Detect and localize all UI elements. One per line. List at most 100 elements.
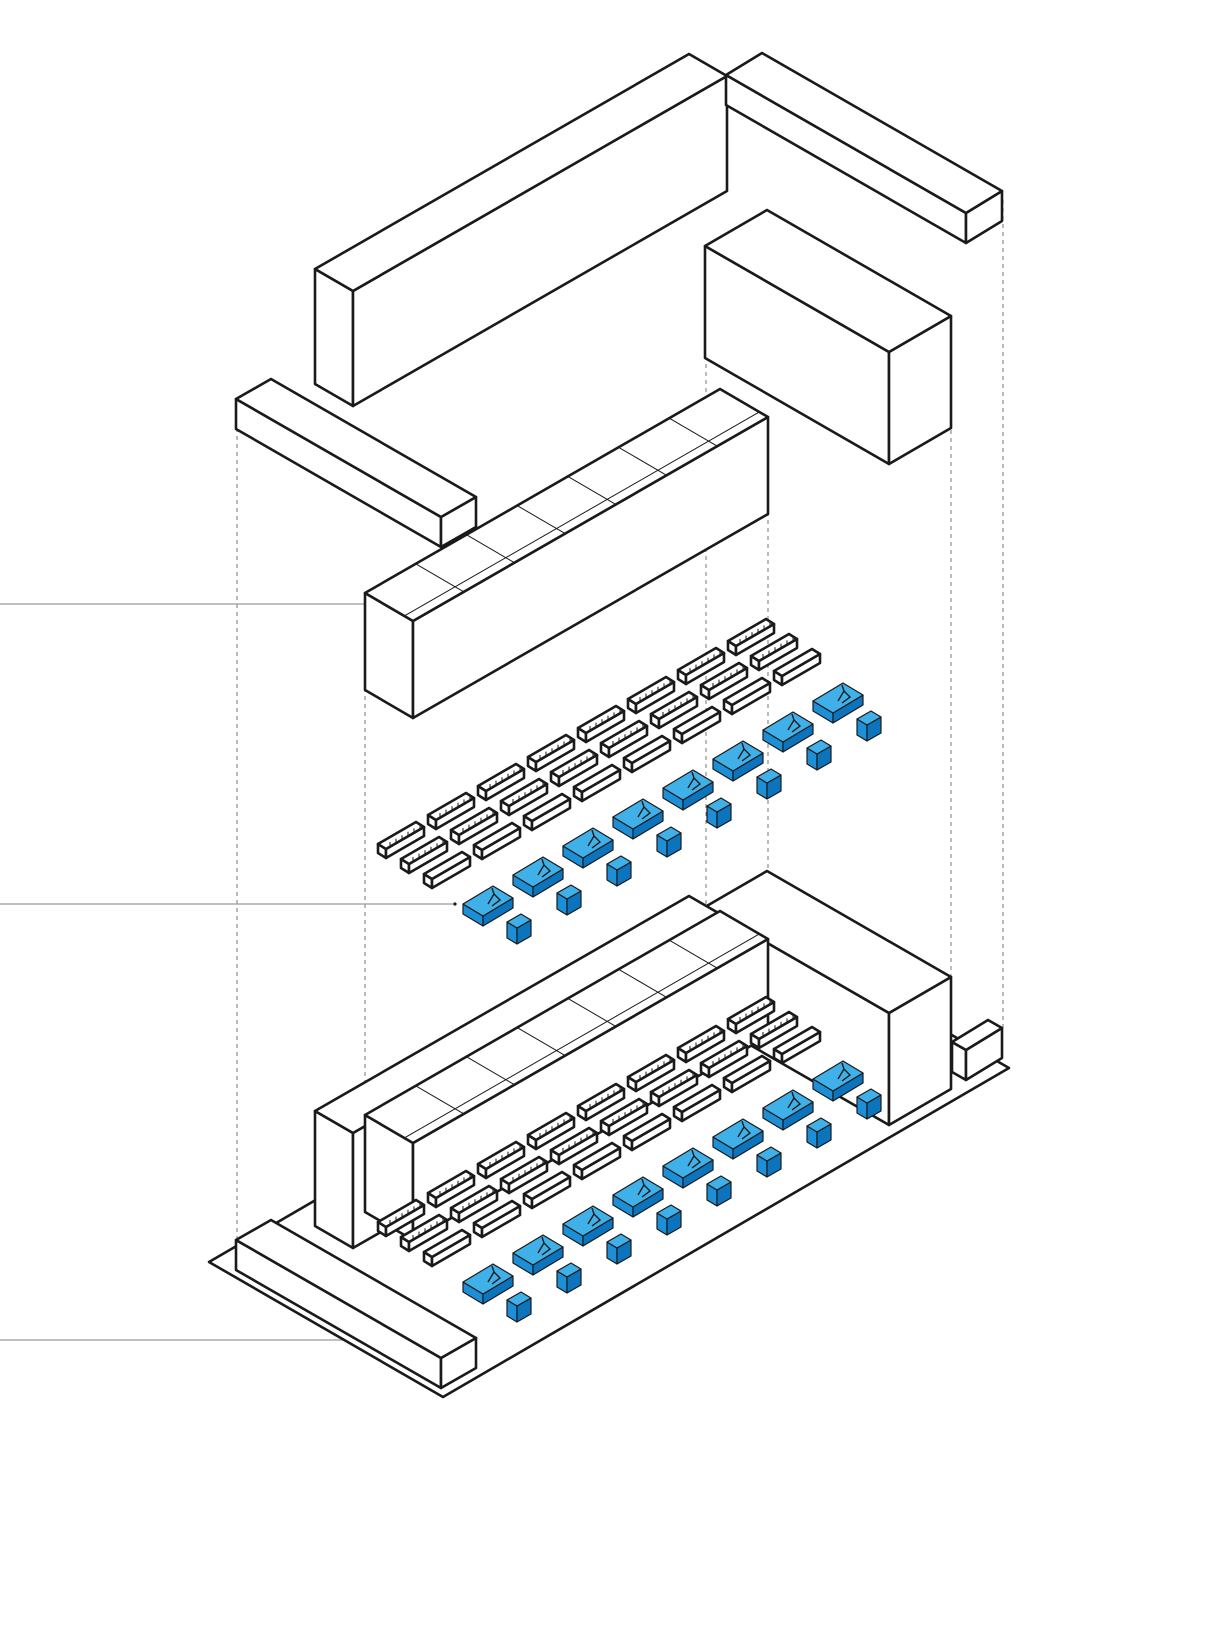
blue-cube-icon xyxy=(606,855,632,887)
rack xyxy=(422,850,472,890)
blue-cube-icon-face-top xyxy=(706,797,732,813)
machine-arm xyxy=(837,684,852,704)
core-volume-cell-divider xyxy=(415,563,464,593)
core-volume-inner-rim xyxy=(404,411,760,617)
blue-machine-icon xyxy=(812,682,864,724)
machine-arm xyxy=(637,1178,652,1198)
blue-cube-icon-face-top xyxy=(856,1088,882,1104)
rack-face-top xyxy=(572,763,622,794)
blue-machine-icon xyxy=(462,1263,514,1305)
blue-machine-icon-face-top xyxy=(762,711,814,743)
rack xyxy=(676,1024,726,1064)
blue-machine-icon-face-top xyxy=(662,1147,714,1179)
rack xyxy=(622,1112,672,1152)
rack xyxy=(549,1126,599,1166)
blue-machine-icon xyxy=(762,1089,814,1131)
blue-cube-icon xyxy=(756,1146,782,1178)
machine-arm xyxy=(487,887,502,907)
blue-machine-icon-face-top xyxy=(662,769,714,801)
rack-face-top xyxy=(522,792,572,823)
rack xyxy=(576,1082,626,1122)
blue-machine-icon-face-top xyxy=(612,1176,664,1208)
base-core-volume xyxy=(363,909,770,1242)
rack xyxy=(572,763,622,803)
blue-cube-icon-face-top xyxy=(506,1291,532,1307)
rack xyxy=(749,632,799,672)
blue-cube-icon-face-top xyxy=(556,1262,582,1278)
rack xyxy=(626,1053,676,1093)
blue-cube-icon xyxy=(706,1175,732,1207)
exploded-upper-volumes xyxy=(234,51,1004,549)
upper-slab-left-bar-face-top xyxy=(234,377,478,519)
blue-cube-icon xyxy=(856,1088,882,1120)
blue-cube-icon-face-top xyxy=(856,710,882,726)
rack-face-top xyxy=(472,1199,522,1230)
upper-slab-long xyxy=(313,52,729,408)
blue-cube-icon-face-top xyxy=(556,884,582,900)
rack-face-top xyxy=(722,1054,772,1085)
blue-machine-icon xyxy=(762,711,814,753)
blue-machine-icon xyxy=(512,1234,564,1276)
rack xyxy=(649,690,699,730)
upper-slab-left-bar xyxy=(234,377,478,549)
rack xyxy=(699,1039,749,1079)
rack xyxy=(472,821,522,861)
blue-cube-icon xyxy=(556,884,582,916)
blue-machine-icon-face-top xyxy=(712,1118,764,1150)
rack xyxy=(676,646,726,686)
blue-machine-icon xyxy=(612,798,664,840)
blue-cube-icon-face-top xyxy=(506,913,532,929)
upper-slab-long-face-left xyxy=(313,267,355,408)
blue-cube-icon xyxy=(656,1204,682,1236)
assembled-equipment xyxy=(376,995,882,1323)
rack xyxy=(726,617,776,657)
rack-face-top xyxy=(622,1112,672,1143)
blue-cube-icon xyxy=(556,1262,582,1294)
blue-machine-icon xyxy=(662,1147,714,1189)
rack xyxy=(376,820,426,860)
rack xyxy=(772,1025,822,1065)
rack-face-top xyxy=(572,1141,622,1172)
machine-arm xyxy=(687,771,702,791)
base-core-volume-cell-divider xyxy=(669,939,718,969)
machine-arm xyxy=(487,1265,502,1285)
rack-face-top xyxy=(522,1170,572,1201)
blue-cube-icon-face-top xyxy=(706,1175,732,1191)
base-core-volume-face-top xyxy=(363,909,770,1145)
rack xyxy=(522,792,572,832)
leader-dot xyxy=(453,902,457,906)
rack xyxy=(722,1054,772,1094)
blue-machine-icon-face-top xyxy=(562,827,614,859)
base-core-volume-cell-divider xyxy=(516,1027,566,1057)
rack xyxy=(426,1169,476,1209)
blue-cube-icon xyxy=(806,1117,832,1149)
rack xyxy=(672,1083,722,1123)
upper-slab-right-bar xyxy=(724,51,1004,245)
blue-machine-icon-face-top xyxy=(462,1263,514,1295)
base-core-volume-cell-divider xyxy=(618,968,667,998)
blue-cube-icon-face-top xyxy=(656,1204,682,1220)
rack xyxy=(549,748,599,788)
exploded-core-volume xyxy=(363,387,770,720)
blue-cube-icon-face-top xyxy=(806,739,832,755)
blue-machine-icon-face-top xyxy=(812,682,864,714)
rack-face-top xyxy=(622,734,672,765)
blue-machine-icon xyxy=(462,885,514,927)
core-volume-cell-divider xyxy=(466,534,515,564)
blue-cube-icon xyxy=(506,913,532,945)
rack-face-top xyxy=(772,647,822,678)
rack xyxy=(499,1155,549,1195)
rack xyxy=(699,661,749,701)
blue-machine-icon-face-top xyxy=(512,856,564,888)
core-volume-cell-divider xyxy=(669,417,718,447)
rack xyxy=(526,733,576,773)
blue-machine-icon-face-top xyxy=(512,1234,564,1266)
blue-cube-icon-face-top xyxy=(606,855,632,871)
rack-face-top xyxy=(472,821,522,852)
rack xyxy=(599,1097,649,1137)
machine-arm xyxy=(537,1236,552,1256)
base-slab-left-bar xyxy=(234,1218,478,1390)
rack xyxy=(599,719,649,759)
rack-face-top xyxy=(422,850,472,881)
